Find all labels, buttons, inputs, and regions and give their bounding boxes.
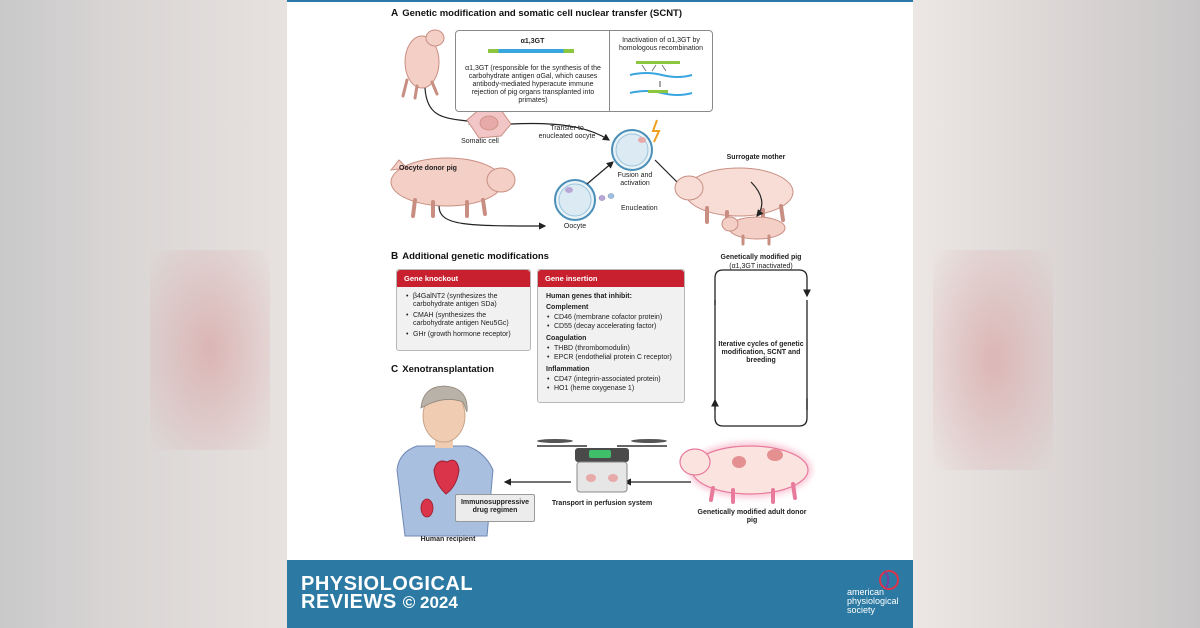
- journal-footer: PHYSIOLOGICAL REVIEWS © 2024 american phy…: [287, 560, 913, 628]
- knockout-item: β4GalNT2 (synthesizes the carbohydrate a…: [406, 293, 523, 309]
- fusion-label: Fusion and activation: [617, 172, 653, 187]
- adult-donor-label: Genetically modified adult donor pig: [697, 509, 807, 524]
- insertion-item: CD55 (decay accelerating factor): [547, 323, 682, 331]
- copyright-year: © 2024: [402, 593, 458, 612]
- journal-title-line1: PHYSIOLOGICAL: [301, 573, 474, 595]
- group-complement: Complement: [546, 304, 589, 311]
- lightning-icon: [651, 119, 661, 143]
- oocyte-donor-label: Oocyte donor pig: [399, 165, 457, 172]
- gene-info-divider: [609, 31, 610, 111]
- gene-knockout-header: Gene knockout: [397, 270, 530, 287]
- gene-knockout-box: Gene knockout β4GalNT2 (synthesizes the …: [396, 269, 531, 351]
- surrogate-mother-label: Surrogate mother: [726, 154, 786, 161]
- insertion-item: CD47 (integrin-associated protein): [547, 376, 682, 384]
- background-left: [0, 0, 287, 628]
- drug-regimen-box: Immunosuppressive drug regimen: [455, 494, 535, 522]
- drug-regimen-text: Immunosuppressive drug regimen: [460, 499, 530, 514]
- iterative-cycle-text: Iterative cycles of genetic modification…: [718, 341, 804, 364]
- iterative-cycle-loop: [711, 269, 811, 427]
- top-rule: [287, 0, 913, 2]
- somatic-cell-label: Somatic cell: [461, 138, 499, 145]
- oocyte-illustration: [554, 179, 615, 221]
- human-recipient-label: Human recipient: [420, 536, 476, 543]
- adult-donor-pig-illustration: [679, 442, 812, 504]
- gene-insertion-box: Gene insertion Human genes that inhibit:…: [537, 269, 685, 403]
- insertion-item: EPCR (endothelial protein C receptor): [547, 354, 682, 362]
- knockout-item: CMAH (synthesizes the carbohydrate antig…: [406, 312, 523, 328]
- recombination-icon: [629, 61, 693, 96]
- surrogate-mother-pig-illustration: [674, 167, 794, 246]
- inactivation-text: Inactivation of α1,3GT by homologous rec…: [618, 37, 704, 52]
- gene-bar-icon: [488, 49, 574, 53]
- transfer-label: Transfer to enucleated oocyte: [538, 125, 596, 140]
- perfusion-drone-illustration: [537, 439, 667, 493]
- knockout-item: GHr (growth hormone receptor): [406, 331, 523, 339]
- insertion-intro: Human genes that inhibit:: [546, 293, 632, 300]
- gene-label: α1,3GT: [520, 38, 545, 45]
- gene-info-box: α1,3GT α1,3GT (responsible for the synth…: [455, 30, 713, 112]
- group-coagulation: Coagulation: [546, 335, 587, 342]
- piglet-illustration: [401, 29, 445, 100]
- group-inflammation: Inflammation: [546, 366, 590, 373]
- insertion-item: CD46 (membrane cofactor protein): [547, 314, 682, 322]
- gene-description: α1,3GT (responsible for the synthesis of…: [465, 65, 601, 104]
- somatic-cell-illustration: [466, 107, 512, 139]
- oocyte-label: Oocyte: [563, 223, 587, 230]
- insertion-item: THBD (thrombomodulin): [547, 345, 682, 353]
- fused-cell-illustration: [611, 119, 661, 171]
- gene-insertion-header: Gene insertion: [538, 270, 684, 287]
- journal-title-line2: REVIEWS: [301, 591, 397, 613]
- journal-title: PHYSIOLOGICAL REVIEWS © 2024: [301, 573, 474, 613]
- enucleation-label: Enucleation: [621, 205, 658, 212]
- society-name: american physiological society: [847, 587, 899, 615]
- insertion-item: HO1 (heme oxygenase 1): [547, 385, 682, 393]
- modified-pig-subtitle: (α1,3GT inactivated): [729, 263, 793, 270]
- oocyte-donor-pig-illustration: [389, 157, 516, 218]
- background-right: [913, 0, 1200, 628]
- transport-label: Transport in perfusion system: [551, 500, 653, 507]
- aps-logo-icon: [879, 570, 899, 590]
- modified-pig-title: Genetically modified pig: [720, 254, 802, 261]
